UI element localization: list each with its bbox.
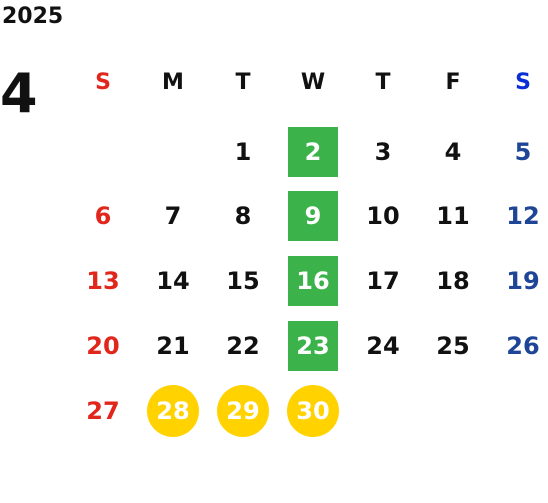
day-number: 2: [304, 138, 322, 166]
day-cell: 21: [138, 324, 208, 368]
day-cell: 28: [138, 385, 208, 437]
highlight-circle: 30: [287, 385, 339, 437]
year-label: 2025: [2, 4, 64, 29]
day-number: 15: [226, 267, 260, 295]
day-number: 25: [436, 332, 470, 360]
day-cell: 6: [68, 194, 138, 238]
day-number: 28: [156, 397, 190, 425]
highlight-circle: 29: [217, 385, 269, 437]
day-cell: 4: [418, 130, 488, 174]
day-number: 29: [226, 397, 260, 425]
month-label: 4: [0, 62, 38, 125]
day-number: 14: [156, 267, 190, 295]
day-cell: 7: [138, 194, 208, 238]
weekday-fri: F: [445, 69, 461, 95]
highlight-square: 16: [288, 256, 338, 306]
day-number: 8: [234, 202, 252, 230]
day-cell: 29: [208, 385, 278, 437]
day-cell: 26: [488, 324, 548, 368]
empty-cell: [68, 130, 138, 174]
empty-cell: [348, 389, 418, 433]
day-cell: 20: [68, 324, 138, 368]
day-cell: 11: [418, 194, 488, 238]
day-number: 3: [374, 138, 392, 166]
day-number: 16: [296, 267, 330, 295]
day-number: 24: [366, 332, 400, 360]
day-cell: 8: [208, 194, 278, 238]
day-number: 6: [94, 202, 112, 230]
day-cell: 22: [208, 324, 278, 368]
weekday-thu: T: [375, 69, 391, 95]
day-cell: 13: [68, 259, 138, 303]
day-cell: 16: [278, 256, 348, 306]
day-cell: 5: [488, 130, 548, 174]
day-number: 12: [506, 202, 540, 230]
day-number: 10: [366, 202, 400, 230]
day-cell: 18: [418, 259, 488, 303]
day-number: 19: [506, 267, 540, 295]
day-cell: 3: [348, 130, 418, 174]
highlight-square: 9: [288, 191, 338, 241]
day-cell: 25: [418, 324, 488, 368]
weekday-tue: T: [235, 69, 251, 95]
day-number: 5: [514, 138, 532, 166]
day-number: 11: [436, 202, 470, 230]
day-cell: 2: [278, 127, 348, 177]
empty-cell: [418, 389, 488, 433]
day-cell: 19: [488, 259, 548, 303]
highlight-circle: 28: [147, 385, 199, 437]
day-cell: 12: [488, 194, 548, 238]
day-number: 17: [366, 267, 400, 295]
highlight-square: 2: [288, 127, 338, 177]
day-number: 9: [304, 202, 322, 230]
day-number: 27: [86, 397, 120, 425]
day-cell: 9: [278, 191, 348, 241]
day-cell: 24: [348, 324, 418, 368]
highlight-square: 23: [288, 321, 338, 371]
weekday-wed: W: [300, 69, 326, 95]
day-number: 13: [86, 267, 120, 295]
day-cell: 15: [208, 259, 278, 303]
day-number: 20: [86, 332, 120, 360]
day-cell: 1: [208, 130, 278, 174]
day-number: 18: [436, 267, 470, 295]
day-cell: 17: [348, 259, 418, 303]
day-number: 21: [156, 332, 190, 360]
day-number: 7: [164, 202, 182, 230]
day-number: 30: [296, 397, 330, 425]
day-number: 22: [226, 332, 260, 360]
weekday-sat: S: [515, 69, 531, 95]
empty-cell: [488, 389, 548, 433]
day-cell: 27: [68, 389, 138, 433]
day-number: 1: [234, 138, 252, 166]
day-cell: 23: [278, 321, 348, 371]
day-cell: 10: [348, 194, 418, 238]
day-cell: 14: [138, 259, 208, 303]
weekday-sun: S: [95, 69, 111, 95]
day-number: 23: [296, 332, 330, 360]
empty-cell: [138, 130, 208, 174]
weekday-mon: M: [162, 69, 184, 95]
day-number: 26: [506, 332, 540, 360]
day-cell: 30: [278, 385, 348, 437]
day-number: 4: [444, 138, 462, 166]
